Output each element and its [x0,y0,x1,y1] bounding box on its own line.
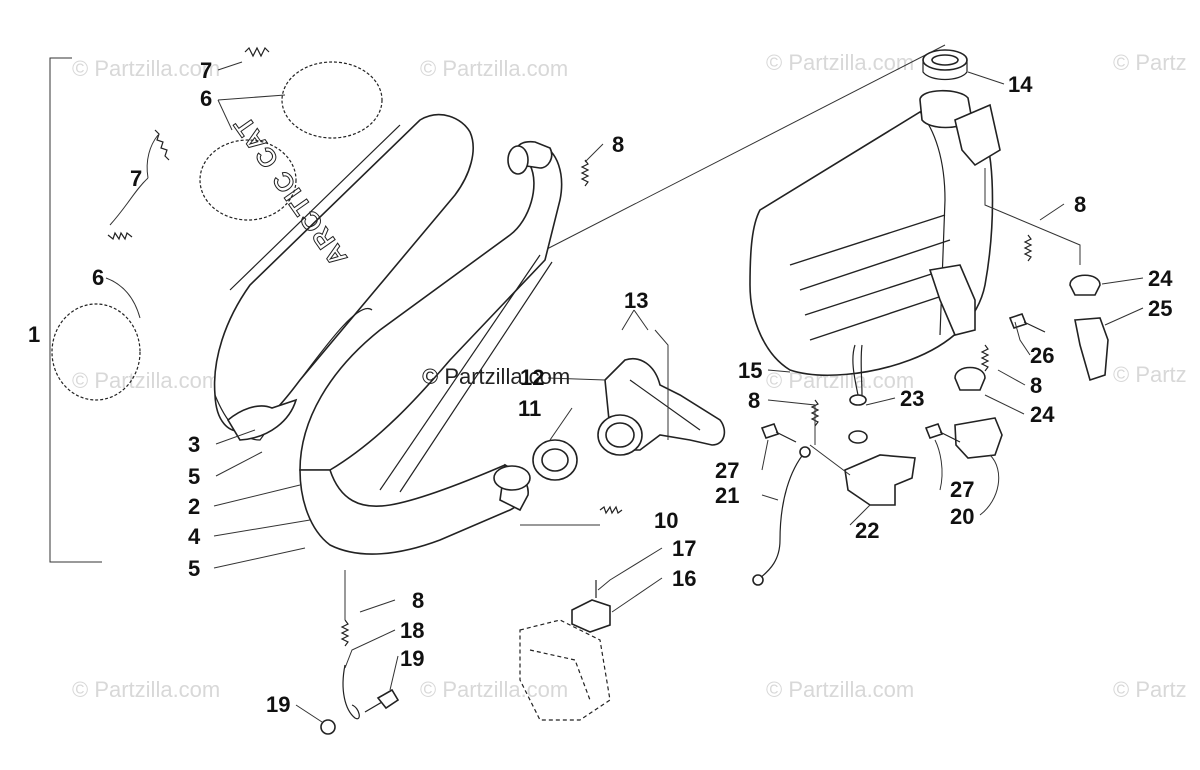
watermark: © Partzilla.com [420,677,568,702]
watermark: © Partzilla.com [72,368,220,393]
callout-25: 25 [1148,296,1172,321]
nut-icon [320,719,336,735]
callout-17: 18 [400,618,424,643]
callout-3: 3 [188,432,200,457]
callout-21: 22 [855,518,879,543]
spring-icon [244,46,270,58]
callout-5: 5 [188,464,200,489]
watermark-layer: © Partzilla.com © Partzilla.com © Partzi… [72,50,1187,702]
callout-7: 7 [130,166,142,191]
watermark: © Partz [1113,362,1187,387]
callout-7: 7 [200,58,212,83]
callout-4: 4 [188,524,201,549]
bolt-icon [364,688,400,713]
clamp-ring-icon [199,139,297,221]
callout-layer: 7 6 7 6 1 3 5 2 4 5 8 13 12 11 14 8 24 2… [28,58,1173,717]
callout-8: 8 [1074,192,1086,217]
spring-icon [580,159,590,187]
spring-icon [340,619,350,647]
clamp-ring-icon [281,61,383,139]
callout-14: 15 [738,358,762,383]
callout-26: 26 [1030,343,1054,368]
leader-lines [105,61,1144,723]
callout-9: 10 [654,508,678,533]
watermark: © Partzilla.com [422,364,570,389]
callout-24: 24 [1148,266,1173,291]
resonator-tank [749,89,1001,376]
callout-18: 19 [400,646,424,671]
callout-1: 1 [28,322,40,347]
watermark: © Partzilla.com [72,56,220,81]
bracket-icon [1074,317,1109,382]
callout-8: 8 [1030,373,1042,398]
reference-line [544,44,946,251]
watermark: © Partz [1113,50,1187,75]
callout-12: 13 [624,288,648,313]
watermark: © Partz [1113,677,1187,702]
callout-16: 17 [672,536,696,561]
assembly-bracket [49,57,102,563]
spring-icon [810,399,820,427]
clamp-ring-icon [51,303,141,401]
bolt-icon [760,423,797,443]
callout-10: 11 [518,396,541,421]
callout-22: 23 [900,386,924,411]
bolt-icon [1008,313,1046,333]
grommet-icon [922,49,968,81]
watermark: © Partzilla.com [766,50,914,75]
callout-23: 20 [950,504,974,529]
clip-bracket [519,580,611,721]
gasket-icon [532,439,578,481]
ground-wire-icon [752,446,811,586]
expansion-chamber [299,140,563,555]
bracket-icon [954,417,1003,459]
callout-8: 8 [412,588,424,613]
spring-icon [1023,234,1033,262]
spring-icon [599,505,623,515]
hook-icon [342,664,360,720]
spring-icon [154,129,170,161]
spring-icon [980,344,990,372]
callout-6: 6 [200,86,212,111]
callout-2: 2 [188,494,200,519]
callout-8: 8 [748,388,760,413]
spring-icon [107,231,133,241]
watermark: © Partzilla.com [766,677,914,702]
callout-27: 27 [950,477,974,502]
rubber-mount-icon [954,366,986,391]
callout-5: 5 [188,556,200,581]
callout-19: 19 [266,692,290,717]
bracket-icon [844,454,916,506]
callout-8: 8 [612,132,624,157]
rubber-mount-icon [1069,274,1101,296]
callout-24: 24 [1030,402,1055,427]
callout-15: 16 [672,566,696,591]
callout-11: 12 [520,365,544,390]
grommet-icon [848,344,868,444]
exhaust-manifold [597,358,726,456]
callout-20: 21 [715,483,739,508]
callout-6: 6 [92,265,104,290]
callout-13: 14 [1008,72,1033,97]
callout-27: 27 [715,458,739,483]
watermark: © Partzilla.com [420,56,568,81]
watermark: © Partzilla.com [72,677,220,702]
bolt-icon [924,423,961,443]
